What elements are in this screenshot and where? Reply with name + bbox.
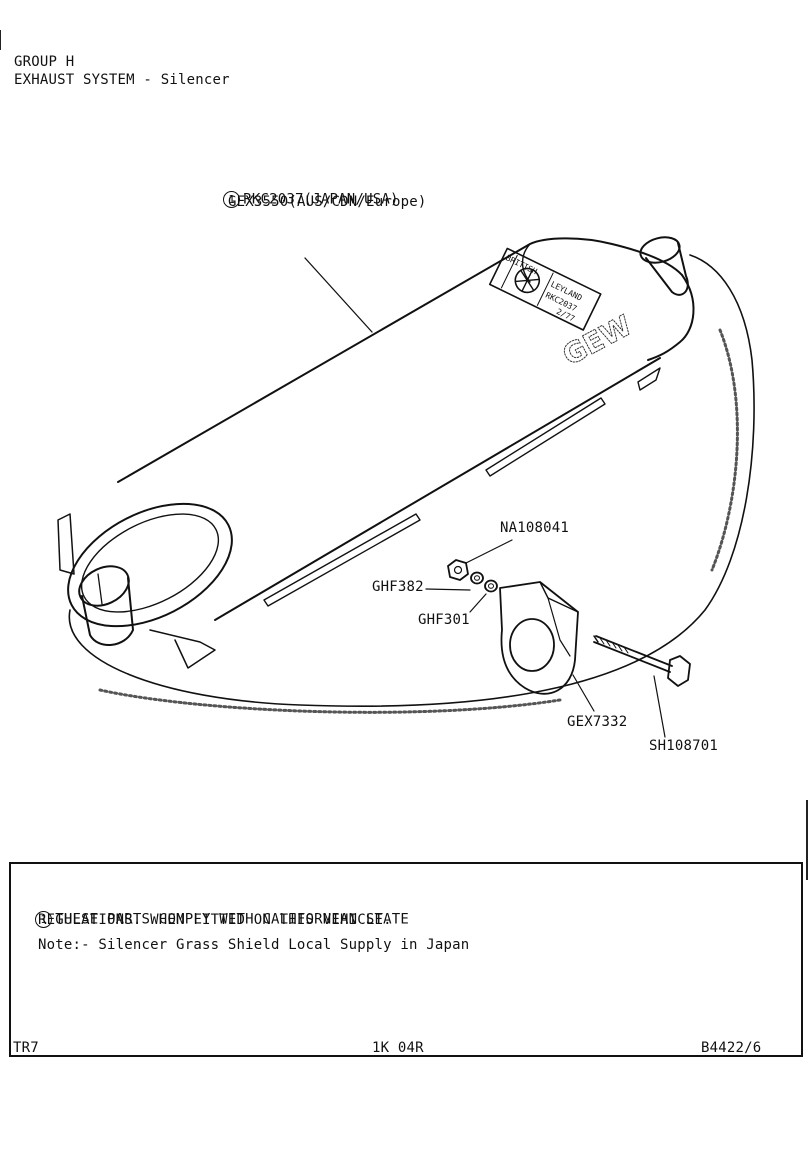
note-line-2: REGULATIONS. WHEN FITTED ON THIS VEHICLE… [38, 912, 392, 928]
scan-edge-mark-left [0, 30, 1, 50]
outlet-pipe [639, 236, 681, 264]
leader-ghf382 [425, 588, 471, 591]
note-callout-circle-1: 1 [35, 911, 53, 928]
clamp-gex7332 [499, 581, 579, 695]
inlet-pipe [78, 565, 130, 607]
main-part-number-alt: GEX3550(AUS/CDN/Europe) [228, 194, 427, 210]
part-label-nut: NA108041 [500, 520, 570, 536]
scan-edge-mark [806, 800, 808, 880]
silencer-front-endcap [67, 502, 233, 628]
part-label-washer-ghf382: GHF382 [372, 579, 424, 595]
main-part-number-primary: RKC2037(JAPAN/USA) [243, 191, 399, 208]
footer-reference: B4422/6 [701, 1040, 762, 1056]
section-title: EXHAUST SYSTEM - Silencer [14, 72, 230, 88]
label-plate-top-text: BRITISH [504, 253, 538, 276]
callout-circle-1: 1 [223, 191, 241, 208]
leader-bolt [653, 675, 666, 738]
notes-panel [9, 862, 803, 1057]
callout-leader-line [304, 257, 373, 333]
part-label-bolt: SH108701 [649, 738, 719, 754]
leader-clamp [572, 674, 595, 712]
footer-page-code: 1K 04R [372, 1040, 424, 1056]
footer-model: TR7 [13, 1040, 39, 1056]
washer-ghf301 [484, 579, 498, 593]
group-heading: GROUP H [14, 54, 75, 70]
part-label-washer-ghf301: GHF301 [418, 612, 470, 628]
note-text-1: THESE PARTS COMPLY WITH CALIFORNIAN STAT… [55, 911, 410, 928]
nut-na108041 [447, 559, 469, 581]
washer-ghf382 [470, 571, 484, 585]
part-label-clamp: GEX7332 [567, 714, 628, 730]
grass-shield [68, 254, 755, 707]
leader-nut [465, 539, 513, 564]
bolt-sh108701 [593, 635, 691, 687]
leader-ghf301 [469, 593, 487, 613]
silencer-body [117, 237, 683, 483]
note-line-3: Note:- Silencer Grass Shield Local Suppl… [38, 937, 470, 953]
